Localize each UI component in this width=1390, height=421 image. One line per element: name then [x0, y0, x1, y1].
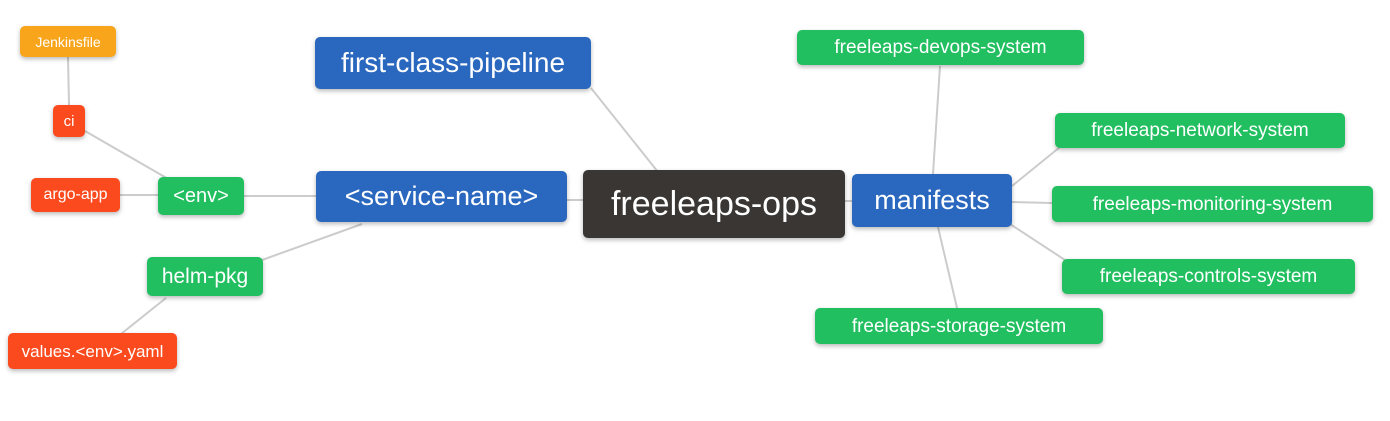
edge-jenkinsfile-ci: [67, 56, 70, 106]
node-argo-app[interactable]: argo-app: [31, 178, 120, 212]
node-ci[interactable]: ci: [53, 105, 85, 137]
edge-manifests-storage-system: [937, 226, 958, 309]
edge-ci-env: [84, 130, 171, 181]
edge-manifests-controls-system: [1009, 223, 1066, 261]
node-freeleaps-ops[interactable]: freeleaps-ops: [583, 170, 845, 238]
edge-helm-pkg-values: [120, 297, 167, 335]
node-freeleaps-monitoring-system[interactable]: freeleaps-monitoring-system: [1052, 186, 1373, 222]
node-service-name[interactable]: <service-name>: [316, 171, 567, 222]
node-manifests[interactable]: manifests: [852, 174, 1012, 227]
edge-helm-pkg-service-name: [261, 223, 363, 261]
edge-manifests-monitoring-system: [1011, 201, 1053, 204]
node-freeleaps-storage-system[interactable]: freeleaps-storage-system: [815, 308, 1103, 344]
node-helm-pkg[interactable]: helm-pkg: [147, 257, 263, 296]
node-freeleaps-controls-system[interactable]: freeleaps-controls-system: [1062, 259, 1355, 294]
node-values-env-yaml[interactable]: values.<env>.yaml: [8, 333, 177, 369]
node-jenkinsfile[interactable]: Jenkinsfile: [20, 26, 116, 57]
node-freeleaps-network-system[interactable]: freeleaps-network-system: [1055, 113, 1345, 148]
node-first-class-pipeline[interactable]: first-class-pipeline: [315, 37, 591, 89]
edge-manifests-devops-system: [932, 65, 941, 175]
node-freeleaps-devops-system[interactable]: freeleaps-devops-system: [797, 30, 1084, 65]
edge-pipeline-ops: [590, 87, 659, 173]
node-env[interactable]: <env>: [158, 177, 244, 215]
edge-manifests-network-system: [1011, 146, 1061, 187]
